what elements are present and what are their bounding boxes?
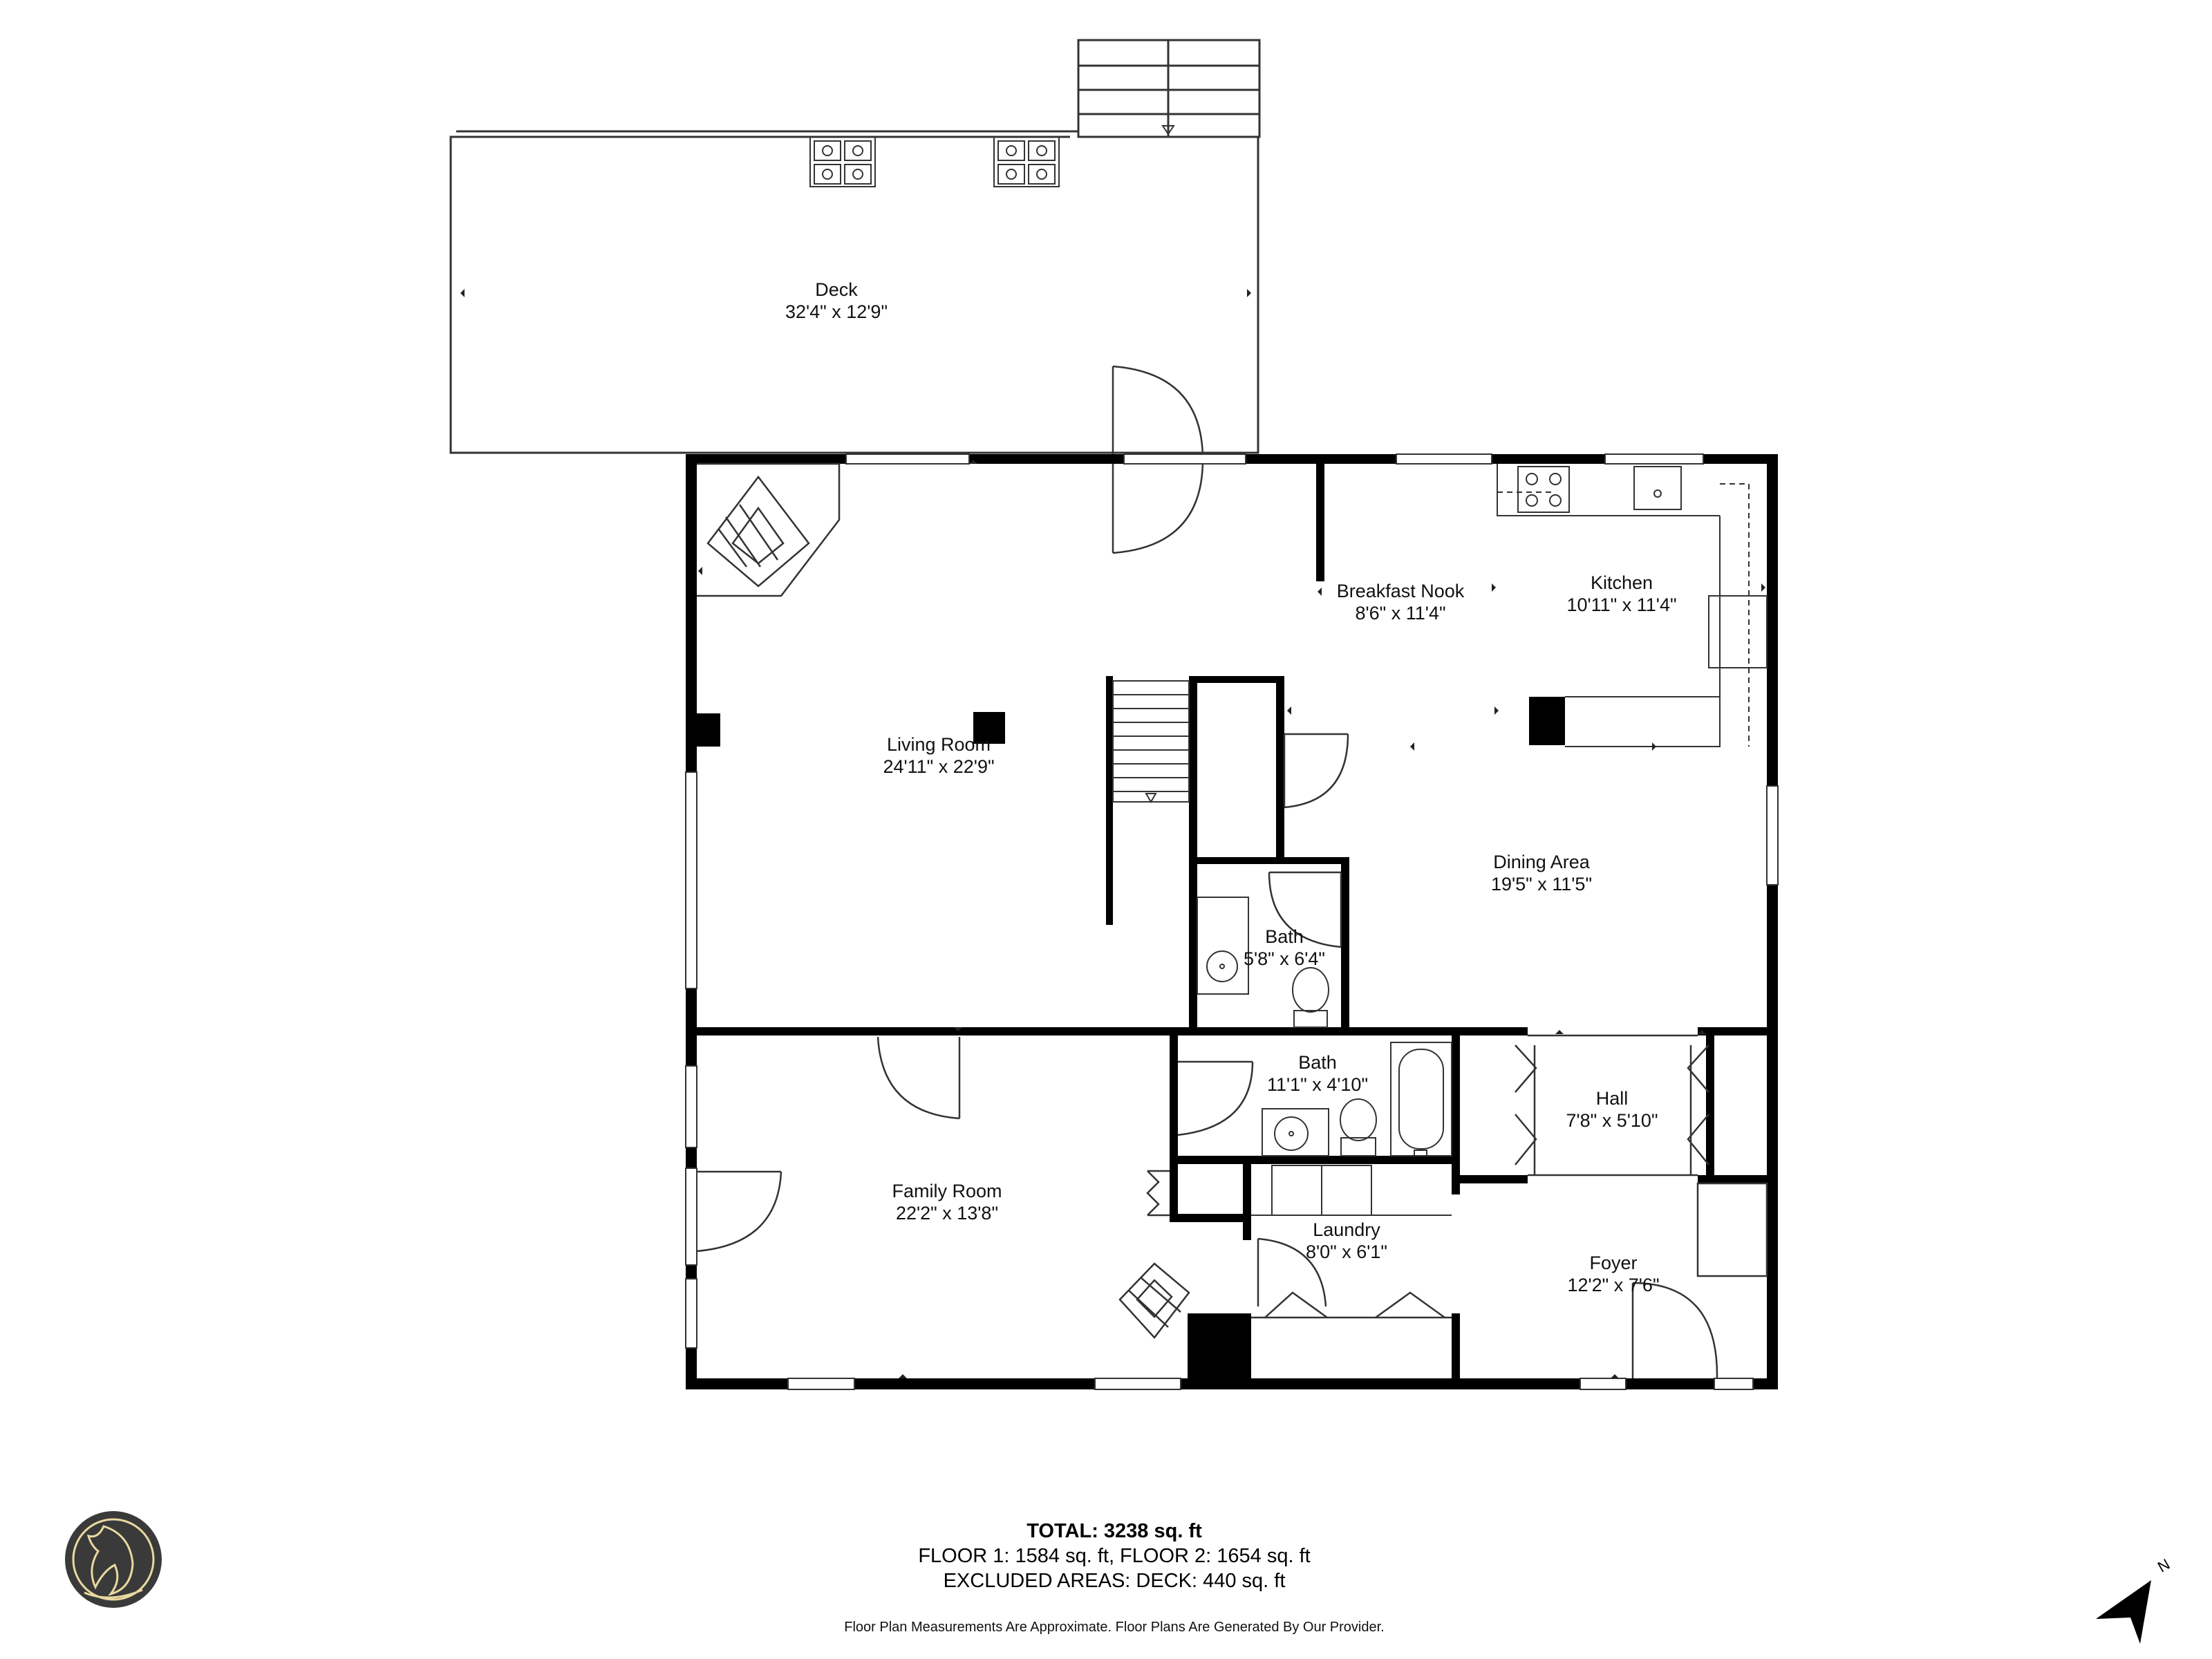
disclaimer: Floor Plan Measurements Are Approximate.… — [844, 1620, 1384, 1635]
kitchen-counters — [1497, 464, 1768, 747]
hall-label: Hall — [1596, 1088, 1629, 1109]
laundry-appliances — [1251, 1165, 1452, 1216]
half-bath-fixtures — [1197, 897, 1329, 1028]
fireplace-family-room — [1118, 1262, 1190, 1339]
deck-label: Deck — [815, 279, 858, 300]
breakfast-nook-label: Breakfast Nook — [1337, 581, 1465, 601]
windows — [685, 453, 1779, 1390]
family-room-label: Family Room — [892, 1181, 1002, 1201]
dining-area-label: Dining Area — [1493, 852, 1591, 872]
kitchen-dims: 10'11" x 11'4" — [1566, 594, 1676, 615]
compass-letter: N — [2155, 1555, 2173, 1576]
excluded-areas: EXCLUDED AREAS: DECK: 440 sq. ft — [944, 1570, 1286, 1592]
fireplace-living-room — [697, 462, 841, 597]
half-bath-dims: 5'8" x 6'4" — [1244, 948, 1325, 969]
deck-dims: 32'4" x 12'9" — [785, 301, 888, 322]
dimension-markers — [460, 289, 1765, 1378]
foyer-dims: 12'2" x 7'6" — [1567, 1275, 1659, 1295]
full-bath-dims: 11'1" x 4'10" — [1267, 1074, 1368, 1095]
living-room-label: Living Room — [887, 734, 991, 755]
full-bath-label: Bath — [1298, 1052, 1337, 1073]
breakfast-nook-dims: 8'6" x 11'4" — [1355, 603, 1445, 624]
dining-area-dims: 19'5" x 11'5" — [1491, 874, 1592, 894]
deck-stairs — [1077, 39, 1261, 138]
deck-chairs-left — [809, 136, 876, 187]
north-arrow-icon: N — [2096, 1555, 2173, 1644]
deck-area — [449, 130, 1259, 454]
interior-doors — [696, 733, 1768, 1379]
half-bath-label: Bath — [1265, 926, 1304, 947]
total-area: TOTAL: 3238 sq. ft — [1027, 1520, 1202, 1542]
kitchen-sink-icon — [1633, 466, 1682, 510]
foyer-label: Foyer — [1589, 1253, 1637, 1273]
full-bath-fixtures — [1262, 1042, 1452, 1156]
stove-icon — [1517, 466, 1570, 513]
floor-areas: FLOOR 1: 1584 sq. ft, FLOOR 2: 1654 sq. … — [918, 1545, 1310, 1567]
laundry-dims: 8'0" x 6'1" — [1306, 1241, 1387, 1262]
interior-walls — [697, 464, 1767, 1382]
wolf-logo-icon — [65, 1511, 162, 1608]
family-room-dims: 22'2" x 13'8" — [896, 1203, 998, 1224]
hall-doors — [1515, 1034, 1709, 1177]
exterior-walls — [686, 454, 1778, 1389]
kitchen-label: Kitchen — [1591, 572, 1653, 593]
laundry-label: Laundry — [1313, 1219, 1380, 1240]
living-room-dims: 24'11" x 22'9" — [883, 756, 994, 777]
deck-chairs-right — [993, 136, 1060, 187]
hall-dims: 7'8" x 5'10" — [1566, 1110, 1658, 1131]
interior-stairs — [1112, 680, 1190, 803]
stair-arrow-icon — [1161, 125, 1175, 135]
